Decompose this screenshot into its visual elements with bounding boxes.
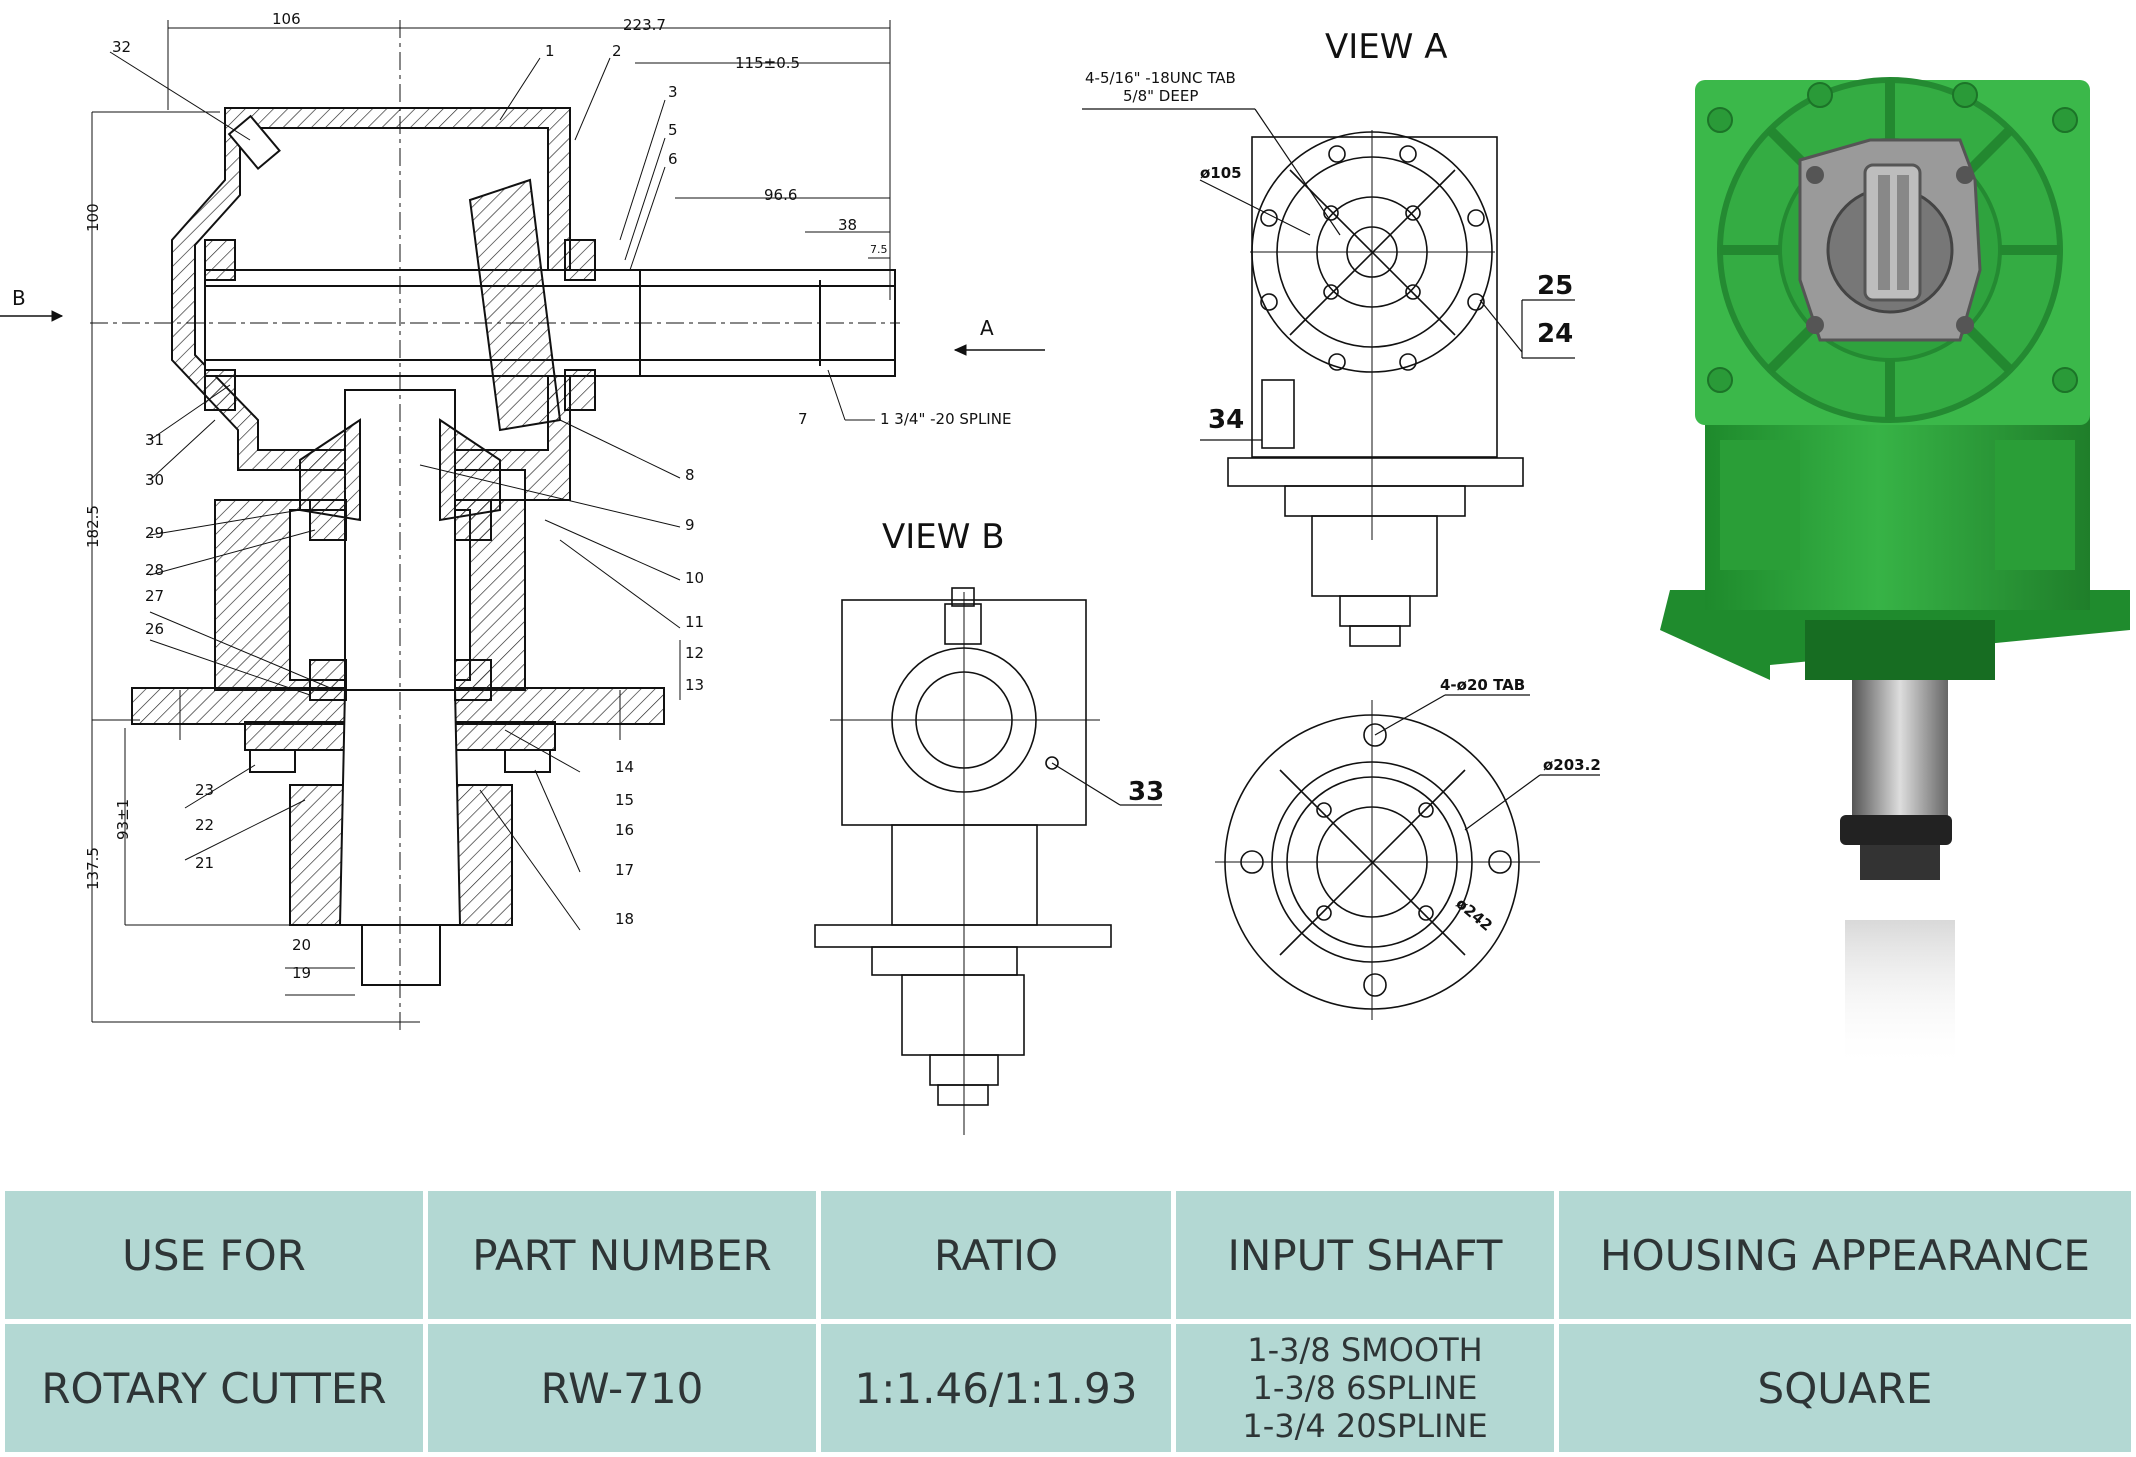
svg-text:4-5/16" -18UNC TAB: 4-5/16" -18UNC TAB — [1085, 69, 1236, 87]
svg-text:7.5: 7.5 — [870, 243, 888, 256]
svg-text:24: 24 — [1537, 319, 1573, 349]
svg-text:21: 21 — [195, 854, 214, 872]
view-a — [1082, 108, 1575, 647]
svg-text:38: 38 — [838, 216, 857, 234]
svg-text:29: 29 — [145, 524, 164, 542]
svg-text:13: 13 — [685, 676, 704, 694]
svg-text:25: 25 — [1537, 271, 1573, 301]
view-b-texts: VIEW B 33 — [882, 517, 1164, 807]
svg-text:137.5: 137.5 — [84, 847, 102, 890]
svg-text:7: 7 — [798, 410, 808, 428]
svg-text:10: 10 — [685, 569, 704, 587]
svg-text:1: 1 — [545, 42, 555, 60]
svg-text:ø242: ø242 — [1452, 894, 1495, 935]
svg-text:28: 28 — [145, 561, 164, 579]
dimension-texts: 106 223.7 115±0.5 96.6 38 7.5 100 182.5 … — [12, 10, 1011, 890]
view-b — [814, 587, 1162, 1135]
flange-view-texts: 4-ø20 TAB ø203.2 ø242 — [1440, 676, 1601, 935]
dimension-lines — [0, 20, 1045, 1023]
svg-text:16: 16 — [615, 821, 634, 839]
svg-text:9: 9 — [685, 516, 695, 534]
part-callouts: 1 2 3 5 6 7 8 9 10 11 12 13 14 15 16 17 … — [109, 38, 808, 996]
svg-text:31: 31 — [145, 431, 164, 449]
svg-text:5/8" DEEP: 5/8" DEEP — [1123, 87, 1198, 105]
svg-text:33: 33 — [1128, 777, 1164, 807]
svg-text:11: 11 — [685, 613, 704, 631]
svg-text:96.6: 96.6 — [764, 186, 797, 204]
header-housing-appearance: HOUSING APPEARANCE — [1554, 1186, 2136, 1324]
svg-text:22: 22 — [195, 816, 214, 834]
cell-input-shaft: 1-3/8 SMOOTH 1-3/8 6SPLINE 1-3/4 20SPLIN… — [1171, 1319, 1559, 1457]
flange-view — [1215, 694, 1600, 1020]
technical-drawing: 106 223.7 115±0.5 96.6 38 7.5 100 182.5 … — [0, 10, 2130, 1135]
svg-text:ø203.2: ø203.2 — [1543, 756, 1601, 774]
svg-text:8: 8 — [685, 466, 695, 484]
svg-text:30: 30 — [145, 471, 164, 489]
svg-text:32: 32 — [112, 38, 131, 56]
gearbox-photo — [1660, 77, 2130, 1070]
svg-text:223.7: 223.7 — [623, 16, 666, 34]
table-row: ROTARY CUTTER RW-710 1:1.46/1:1.93 1-3/8… — [0, 1319, 2136, 1457]
table-header-row: USE FOR PART NUMBER RATIO INPUT SHAFT HO… — [0, 1186, 2136, 1324]
svg-text:106: 106 — [272, 10, 301, 28]
spec-table: USE FOR PART NUMBER RATIO INPUT SHAFT HO… — [0, 1186, 2136, 1457]
input-shaft-option: 1-3/8 SMOOTH — [1247, 1331, 1483, 1369]
input-shaft-option: 1-3/4 20SPLINE — [1242, 1407, 1488, 1445]
svg-text:5: 5 — [668, 121, 678, 139]
header-part-number: PART NUMBER — [423, 1186, 821, 1324]
svg-text:2: 2 — [612, 42, 622, 60]
cell-part-number: RW-710 — [423, 1319, 821, 1457]
section-view — [90, 20, 900, 1030]
header-input-shaft: INPUT SHAFT — [1171, 1186, 1559, 1324]
svg-text:26: 26 — [145, 620, 164, 638]
svg-text:17: 17 — [615, 861, 634, 879]
svg-text:ø105: ø105 — [1200, 164, 1242, 182]
svg-text:3: 3 — [668, 83, 678, 101]
svg-text:115±0.5: 115±0.5 — [735, 54, 800, 72]
header-ratio: RATIO — [816, 1186, 1176, 1324]
svg-text:27: 27 — [145, 587, 164, 605]
svg-text:19: 19 — [292, 964, 311, 982]
svg-text:B: B — [12, 286, 26, 310]
svg-text:1 3/4" -20 SPLINE: 1 3/4" -20 SPLINE — [880, 410, 1011, 428]
cell-use-for: ROTARY CUTTER — [0, 1319, 428, 1457]
svg-text:VIEW B: VIEW B — [882, 517, 1005, 557]
svg-text:4-ø20 TAB: 4-ø20 TAB — [1440, 676, 1525, 694]
view-a-texts: VIEW A 4-5/16" -18UNC TAB 5/8" DEEP ø105… — [1085, 27, 1573, 435]
svg-text:93±1: 93±1 — [114, 799, 132, 840]
header-use-for: USE FOR — [0, 1186, 428, 1324]
cell-ratio: 1:1.46/1:1.93 — [816, 1319, 1176, 1457]
svg-text:18: 18 — [615, 910, 634, 928]
svg-text:23: 23 — [195, 781, 214, 799]
svg-text:100: 100 — [84, 203, 102, 232]
svg-text:15: 15 — [615, 791, 634, 809]
svg-text:VIEW A: VIEW A — [1325, 27, 1447, 67]
svg-text:6: 6 — [668, 150, 678, 168]
svg-text:182.5: 182.5 — [84, 505, 102, 548]
svg-text:34: 34 — [1208, 405, 1244, 435]
svg-text:A: A — [980, 316, 994, 340]
input-shaft-option: 1-3/8 6SPLINE — [1252, 1369, 1478, 1407]
svg-text:20: 20 — [292, 936, 311, 954]
svg-text:12: 12 — [685, 644, 704, 662]
cell-housing-appearance: SQUARE — [1554, 1319, 2136, 1457]
svg-text:14: 14 — [615, 758, 634, 776]
